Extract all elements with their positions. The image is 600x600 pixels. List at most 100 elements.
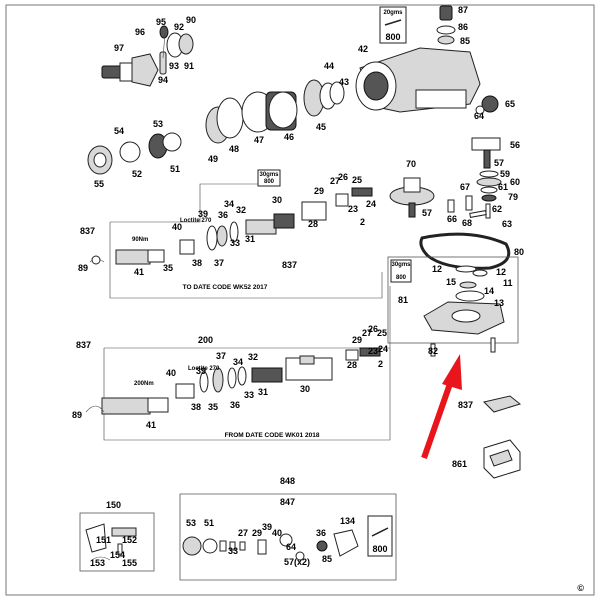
- torque-2: 200Nm: [134, 381, 154, 387]
- grease-top-num: 800: [385, 32, 400, 42]
- label-39b: 39: [196, 366, 206, 376]
- label-51b: 51: [204, 518, 214, 528]
- label-150: 150: [106, 500, 121, 510]
- label-155: 155: [122, 558, 137, 568]
- label-837d: 837: [458, 400, 473, 410]
- label-153: 153: [90, 558, 105, 568]
- label-154: 154: [110, 550, 125, 560]
- label-15: 15: [446, 277, 456, 287]
- label-26a: 26: [338, 172, 348, 182]
- label-51: 51: [170, 164, 180, 174]
- label-837b: 837: [282, 260, 297, 270]
- label-24a: 24: [366, 199, 376, 209]
- label-848: 848: [280, 476, 295, 486]
- label-85: 85: [460, 36, 470, 46]
- label-66: 66: [447, 214, 457, 224]
- label-36c: 36: [316, 528, 326, 538]
- label-34b: 34: [233, 357, 243, 367]
- label-14: 14: [484, 286, 494, 296]
- grease-box-top: 20gms 800: [379, 6, 407, 44]
- kit-150: [79, 512, 155, 572]
- grease-top-label: 20gms: [383, 10, 403, 16]
- label-43: 43: [339, 77, 349, 87]
- label-96: 96: [135, 27, 145, 37]
- label-53b: 53: [186, 518, 196, 528]
- label-42: 42: [358, 44, 368, 54]
- gear-train-upper: [205, 79, 345, 144]
- grease-mid-label: 30gms: [259, 172, 279, 178]
- label-94: 94: [158, 75, 168, 85]
- label-64: 64: [474, 111, 484, 121]
- label-152: 152: [122, 535, 137, 545]
- label-97: 97: [114, 43, 124, 53]
- label-23a: 23: [348, 204, 358, 214]
- gear-70: [389, 177, 435, 218]
- label-30b: 30: [300, 384, 310, 394]
- label-60: 60: [510, 177, 520, 187]
- label-49: 49: [208, 154, 218, 164]
- loctite-1: Loctite 270: [180, 218, 212, 224]
- label-89a: 89: [78, 263, 88, 273]
- kit-847: 800: [179, 493, 397, 581]
- label-91: 91: [184, 61, 194, 71]
- label-64b: 64: [286, 542, 296, 552]
- label-82: 82: [428, 346, 438, 356]
- label-56: 56: [510, 140, 520, 150]
- label-26b: 26: [368, 324, 378, 334]
- label-27b: 27: [362, 328, 372, 338]
- label-52: 52: [132, 169, 142, 179]
- label-86: 86: [458, 22, 468, 32]
- label-57x2: 57(x2): [284, 557, 310, 567]
- loctite-2: Loctite 270: [188, 366, 220, 372]
- drive-belt: [419, 232, 511, 270]
- part-labels: 87 86 85 42 65 64 95 92 90 96 97 93 91 9…: [72, 5, 524, 568]
- assembly-to-date: 800 30gms Loctite 270 90Nm: [89, 169, 383, 299]
- label-35b: 35: [208, 402, 218, 412]
- label-39a: 39: [198, 209, 208, 219]
- label-2b: 2: [378, 359, 383, 369]
- label-28b: 28: [347, 360, 357, 370]
- label-847: 847: [280, 497, 295, 507]
- label-65: 65: [505, 99, 515, 109]
- label-37a: 37: [214, 258, 224, 268]
- grease-right-num: 800: [396, 275, 407, 281]
- gear-housing: [355, 47, 499, 115]
- label-28a: 28: [308, 219, 318, 229]
- chuck-assembly: [101, 25, 194, 87]
- label-27c: 27: [238, 528, 248, 538]
- label-55: 55: [94, 179, 104, 189]
- label-23b: 23: [368, 346, 378, 356]
- label-29a: 29: [314, 186, 324, 196]
- label-151: 151: [96, 535, 111, 545]
- top-right-parts: [436, 5, 456, 45]
- label-45: 45: [316, 122, 326, 132]
- label-36b: 36: [230, 400, 240, 410]
- label-81: 81: [398, 295, 408, 305]
- label-134: 134: [340, 516, 355, 526]
- label-12b: 12: [496, 267, 506, 277]
- label-2a: 2: [360, 217, 365, 227]
- label-67: 67: [460, 182, 470, 192]
- label-31b: 31: [258, 387, 268, 397]
- label-40a: 40: [172, 222, 182, 232]
- label-25b: 25: [377, 328, 387, 338]
- label-62: 62: [492, 204, 502, 214]
- label-33c: 33: [228, 546, 238, 556]
- right-column-parts: [447, 137, 502, 219]
- label-95: 95: [156, 17, 166, 27]
- label-89b: 89: [72, 410, 82, 420]
- label-80: 80: [514, 247, 524, 257]
- label-41b: 41: [146, 420, 156, 430]
- assembly-from-date: Loctite 270 200Nm: [85, 286, 391, 441]
- label-24b: 24: [378, 344, 388, 354]
- seal-parts-left: [87, 132, 182, 175]
- grease-bottom-num: 800: [372, 544, 387, 554]
- torque-1: 90Nm: [132, 237, 148, 243]
- label-47: 47: [254, 135, 264, 145]
- label-93: 93: [169, 61, 179, 71]
- label-30a: 30: [272, 195, 282, 205]
- flange-assembly-box: 30gms 800: [387, 256, 519, 357]
- label-46: 46: [284, 132, 294, 142]
- label-11: 11: [503, 278, 513, 288]
